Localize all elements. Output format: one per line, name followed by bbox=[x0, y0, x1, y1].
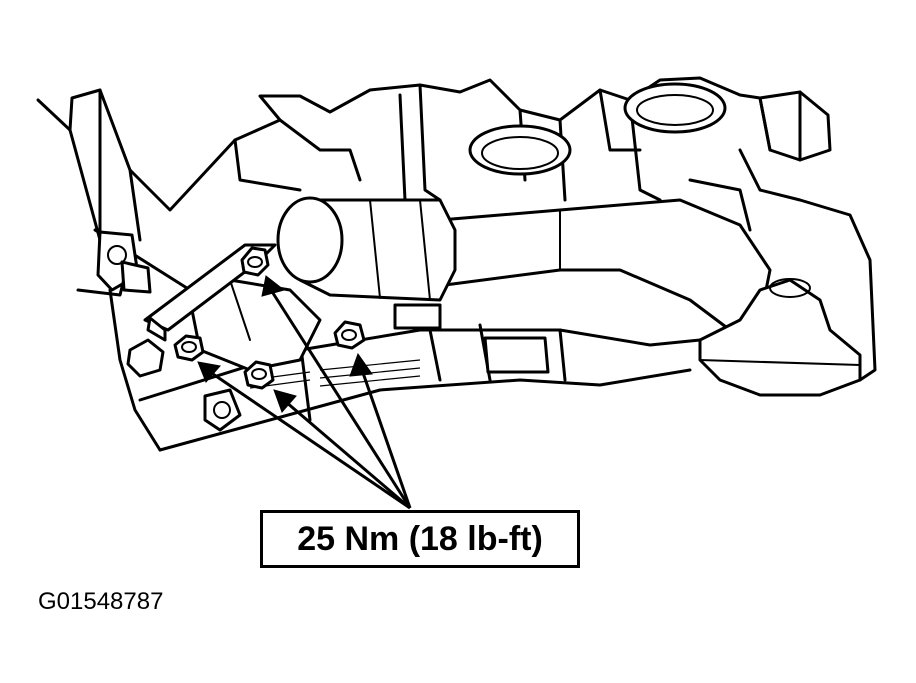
leader-arrows bbox=[197, 275, 412, 510]
nut-lower bbox=[243, 360, 275, 390]
nut-left bbox=[173, 334, 205, 362]
nut-right bbox=[333, 320, 366, 350]
pickup-tube bbox=[438, 198, 772, 332]
bolt-left-lower bbox=[126, 338, 242, 432]
oil-pump-body bbox=[188, 278, 322, 372]
top-port-right bbox=[623, 82, 727, 134]
figure-id: G01548787 bbox=[38, 588, 164, 615]
oil-strainer bbox=[698, 278, 862, 397]
oil-filter bbox=[276, 196, 457, 302]
top-port-left bbox=[468, 124, 572, 176]
bracket-block bbox=[688, 90, 877, 382]
mounting-ear bbox=[76, 230, 152, 297]
nut-upper bbox=[240, 246, 270, 277]
torque-spec-label: 25 Nm (18 lb-ft) bbox=[260, 510, 580, 568]
